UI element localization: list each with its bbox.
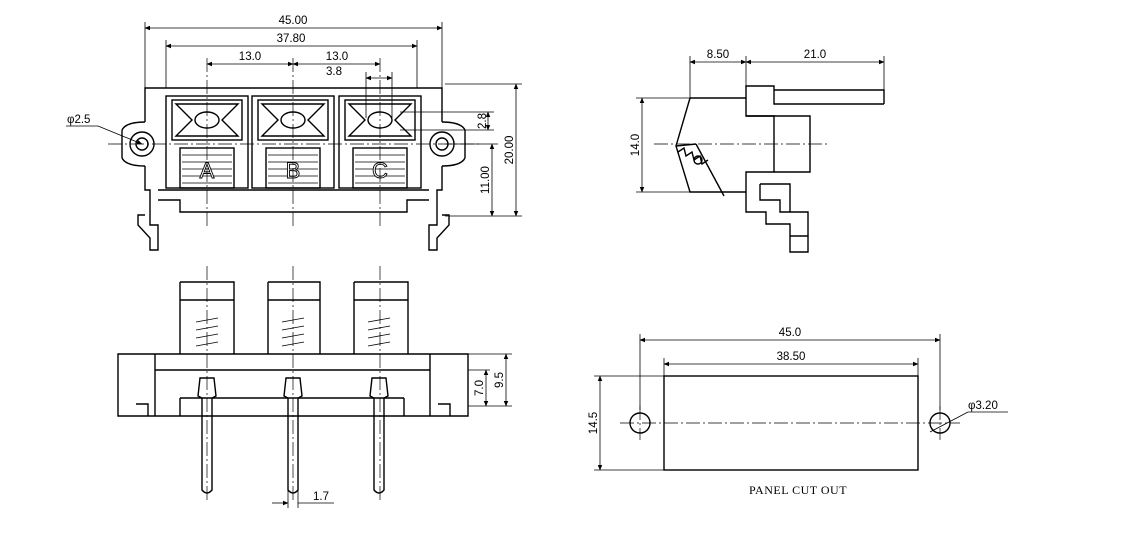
panel-cut-out-view: 45.0 38.50 14.5 φ3.20 PANEL CUT OUT [588,327,1008,497]
dim-hole-pitch: 37.80 [277,33,306,45]
dim-hole-diameter: φ2.5 [67,114,90,126]
side-body [654,85,885,253]
front-body [108,87,480,251]
bottom-view: 7.0 9.5 1.7 [117,266,512,508]
dim-height-outer: 9.5 [494,372,506,388]
front-view: 45.00 37.80 13.0 13.0 3.8 φ2.5 2.8 20.00… [66,15,522,251]
dim-side-height: 14.0 [630,134,642,156]
dim-depth-front: 8.50 [707,49,729,61]
dim-depth-rear: 21.0 [804,49,826,61]
panel-dimensions: 45.0 38.50 14.5 φ3.20 [588,327,1008,471]
dim-slot-height: 2.8 [477,113,489,129]
dim-cutout-width: 38.50 [777,351,806,363]
panel-cut-out-caption: PANEL CUT OUT [749,483,847,497]
bottom-dimensions: 7.0 9.5 1.7 [272,353,512,508]
dim-lower-height: 11.00 [480,166,492,194]
dim-pin-width: 1.7 [313,491,329,503]
dim-height-inner: 7.0 [474,380,486,396]
dim-cutout-height: 14.5 [588,412,600,434]
side-view: 8.50 21.0 14.0 [630,49,885,253]
front-dimensions [66,22,522,217]
front-dimension-texts: 45.00 37.80 13.0 13.0 3.8 φ2.5 2.8 20.00… [67,15,516,194]
dim-slot-width: 3.8 [326,66,342,78]
panel-outline [620,375,960,471]
dim-overall-height: 20.00 [504,136,516,165]
dim-panel-hole-diameter: φ3.20 [968,400,998,412]
terminal-c: C [338,58,422,228]
dim-panel-hole-pitch: 45.0 [779,327,801,339]
dim-pitch-ab: 13.0 [239,51,261,63]
terminal-b: B [251,58,335,228]
bottom-body [117,266,469,500]
dim-pitch-bc: 13.0 [326,51,348,63]
terminal-a: A [165,58,249,228]
side-dimensions: 8.50 21.0 14.0 [630,49,885,193]
dim-overall-width: 45.00 [279,15,308,27]
